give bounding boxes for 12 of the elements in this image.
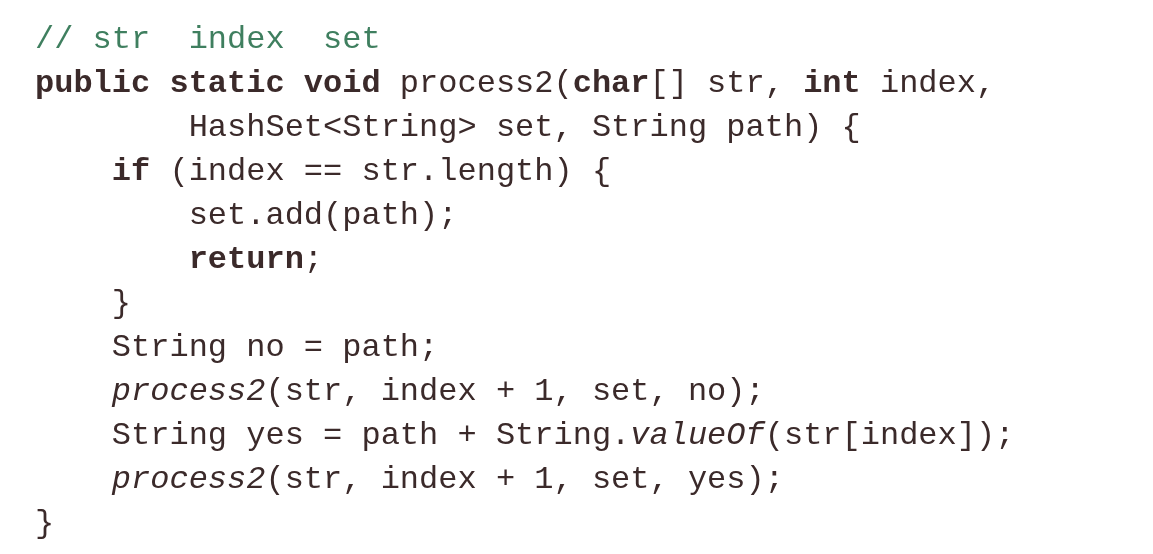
code-line: return; — [187, 240, 324, 280]
code-line: HashSet<String> set, String path) { — [187, 108, 861, 148]
code-line: public static void process2(char[] str, int index, — [35, 64, 996, 104]
code-line: if (index == str.length) { — [110, 152, 612, 192]
code-line: set.add(path); — [187, 196, 458, 236]
code-line: } — [110, 284, 131, 324]
code-line: String yes = path + String.valueOf(str[index]); — [110, 416, 1015, 456]
code-line: process2(str, index + 1, set, no); — [110, 372, 765, 412]
code-comment: // str index set — [35, 20, 381, 60]
code-line: process2(str, index + 1, set, yes); — [110, 460, 784, 500]
code-line: } — [35, 504, 55, 544]
code-line: String no = path; — [110, 328, 439, 368]
